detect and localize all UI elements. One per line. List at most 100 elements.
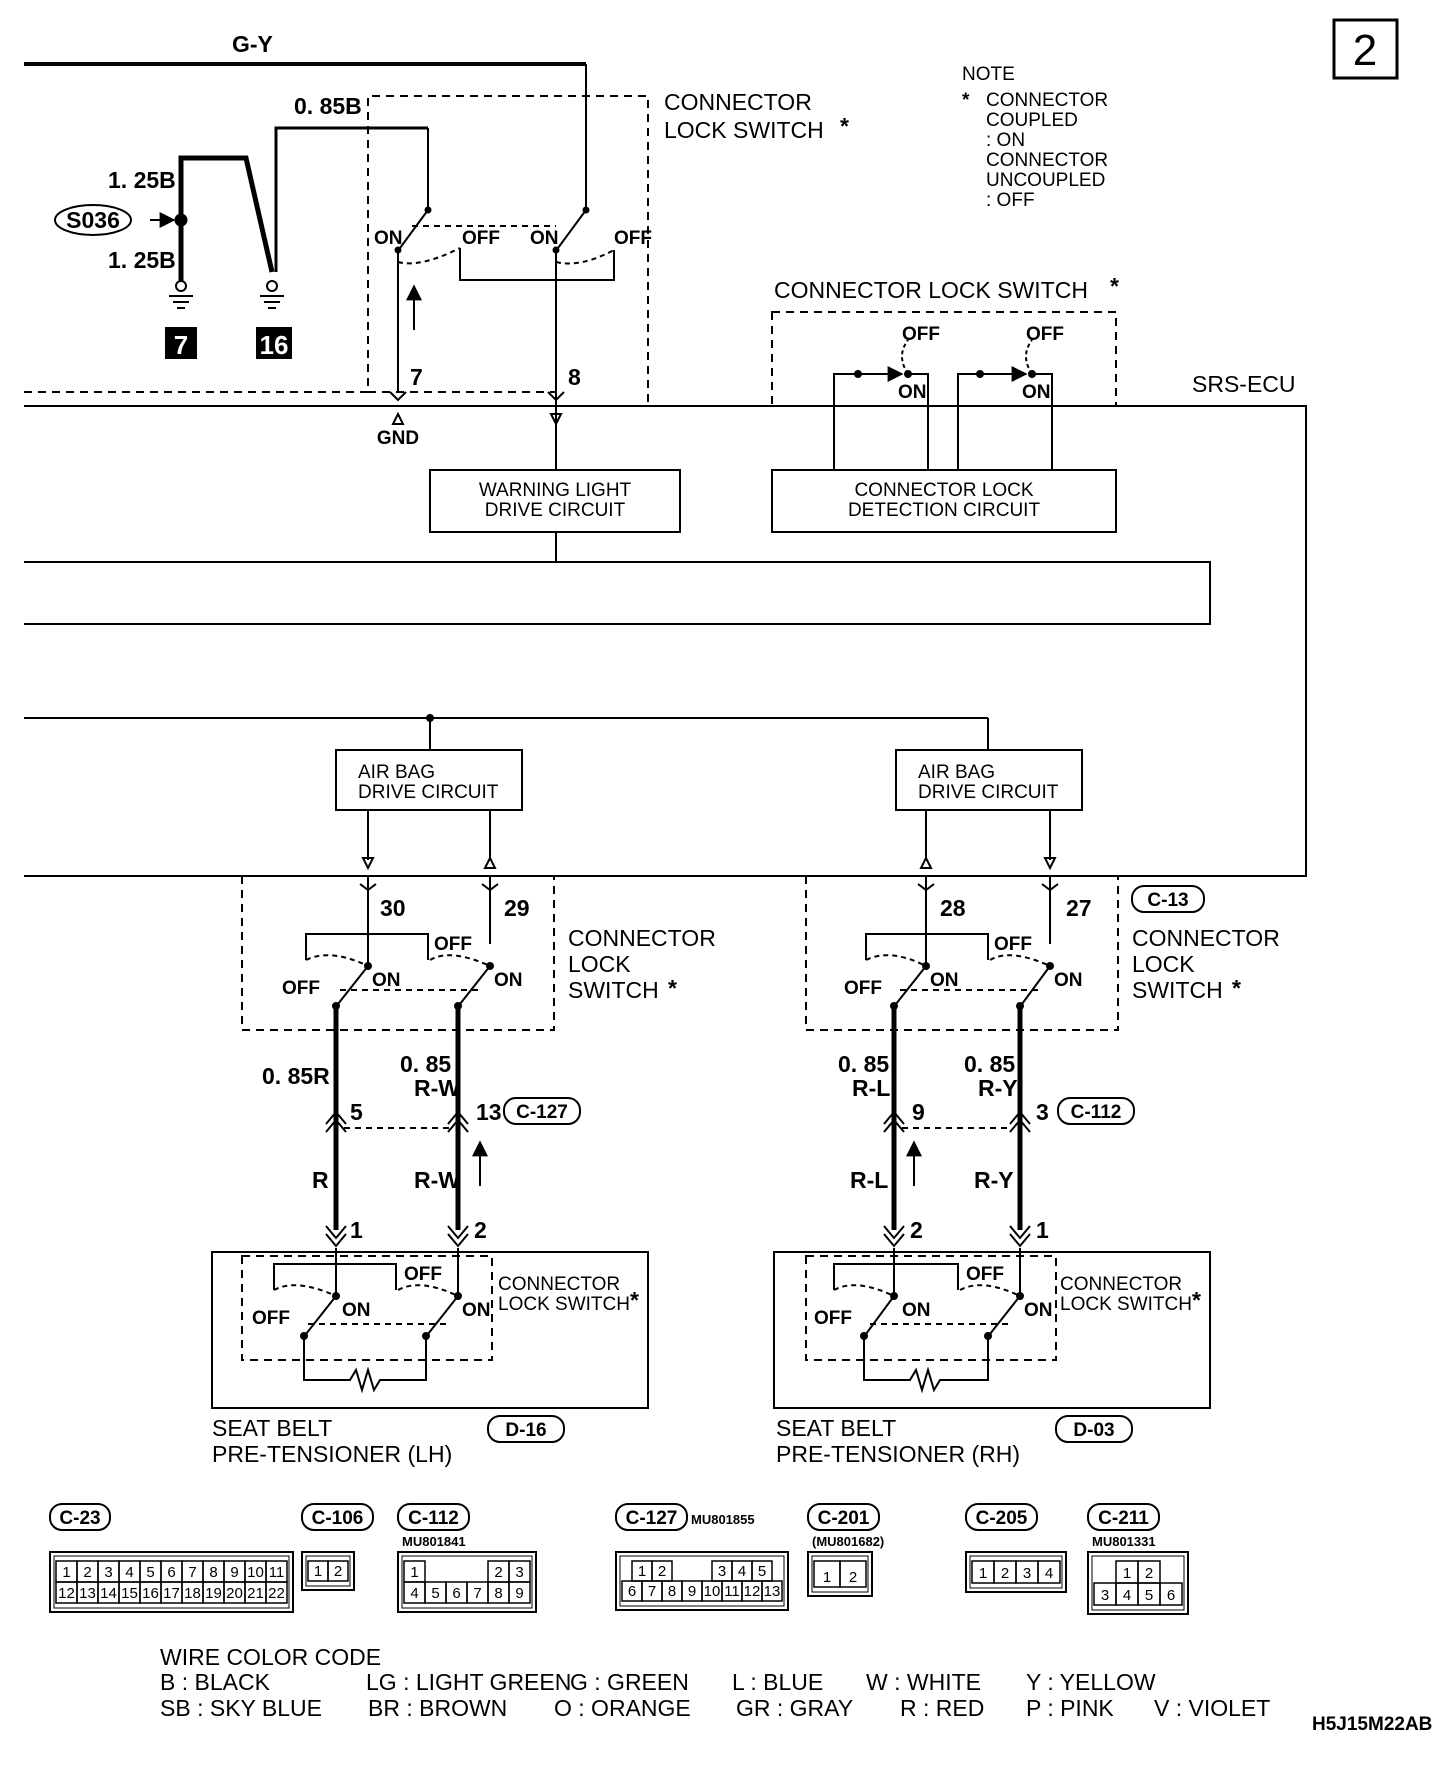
connector-pin-number: 1 — [823, 1569, 831, 1586]
top-connector-lock-switch — [24, 95, 649, 404]
connector-pin-number: 14 — [100, 1585, 117, 1602]
svg-text:2: 2 — [1353, 26, 1377, 75]
label-connector-lock-switch: LOCK SWITCH — [498, 1294, 630, 1315]
svg-text:1. 25B: 1. 25B — [108, 167, 176, 193]
connector-pin-number: 8 — [209, 1564, 217, 1581]
connector-body — [1087, 1551, 1189, 1615]
star-mark: * — [1232, 975, 1241, 1001]
label-connector-lock-switch: SWITCH — [568, 977, 659, 1003]
connector-body — [301, 1551, 355, 1591]
intermediate-connector-left — [325, 1110, 488, 1186]
connector-inner — [811, 1555, 869, 1593]
airbag-circuit-label: AIR BAG — [918, 762, 995, 783]
switch-off-label: OFF — [404, 1264, 442, 1285]
note-block: NOTE * CONNECTOR COUPLED : ON CONNECTOR … — [962, 64, 1108, 211]
svg-text:16: 16 — [260, 330, 289, 360]
detection-circuit-label: CONNECTOR LOCK — [854, 480, 1033, 501]
pin-2: 2 — [910, 1217, 923, 1243]
svg-text:LG : LIGHT GREEN: LG : LIGHT GREEN — [366, 1669, 571, 1695]
connector-pin-number: 6 — [628, 1583, 636, 1600]
switch-on-label: ON — [374, 228, 403, 249]
connector-pin-number: 9 — [688, 1583, 696, 1600]
connector-id-label: C-211 — [1098, 1508, 1149, 1529]
connector-tag-d16: D-16 — [487, 1415, 565, 1443]
connector-pin-number: 1 — [410, 1564, 418, 1581]
connector-body — [397, 1551, 537, 1613]
ground-point-16: 16 — [256, 327, 292, 360]
connector-pin-cell — [1037, 1560, 1061, 1584]
connector-pin-number: 18 — [184, 1585, 201, 1602]
connector-pin-number: 13 — [79, 1585, 96, 1602]
switch-on-label: ON — [1024, 1300, 1053, 1321]
connector-pin-number: 9 — [230, 1564, 238, 1581]
connector-pin-number: 10 — [247, 1564, 264, 1581]
connector-tag — [49, 1503, 111, 1531]
pin-9: 9 — [912, 1099, 925, 1125]
star-mark: * — [668, 975, 677, 1001]
connector-inner — [1091, 1555, 1185, 1611]
connector-pin-number: 4 — [410, 1585, 418, 1602]
label-connector-lock-switch: LOCK — [1132, 951, 1195, 977]
connector-pin-number: 22 — [268, 1585, 285, 1602]
wire-label: 0. 85 — [400, 1051, 451, 1077]
connector-inner — [53, 1555, 290, 1609]
connector-id-label: C-205 — [976, 1508, 1028, 1529]
switch-on-label: ON — [902, 1300, 931, 1321]
connector-pin-number: 5 — [146, 1564, 154, 1581]
label-connector-lock-switch: LOCK SWITCH — [664, 117, 824, 143]
pin-7: 7 — [410, 364, 423, 390]
connector-tag-c127: C-127 — [503, 1097, 581, 1125]
srs-ecu-label: SRS-ECU — [1192, 371, 1296, 397]
connector-pin-number: 8 — [494, 1585, 502, 1602]
connector-tag-c13: C-13 — [1131, 885, 1205, 913]
connector-pin-number: 11 — [724, 1583, 740, 1600]
top-wiring: G-Y 0. 85B 1. 25B 1. 25B S036 — [24, 31, 587, 309]
svg-text:CONNECTOR: CONNECTOR — [986, 90, 1108, 111]
switch-on-label: ON — [342, 1300, 371, 1321]
pretensioner-rh-label: PRE-TENSIONER (RH) — [776, 1441, 1020, 1467]
connector-inner — [305, 1555, 351, 1587]
svg-text:L : BLUE: L : BLUE — [732, 1669, 823, 1695]
diagram-code: H5J15M22AB — [1312, 1714, 1432, 1735]
wire-label: R-L — [850, 1167, 888, 1193]
connector-part-number: (MU801682) — [812, 1534, 884, 1549]
connector-pin-number: 5 — [758, 1563, 766, 1580]
connector-body — [965, 1551, 1067, 1593]
connector-tag — [1087, 1503, 1160, 1531]
connector-id-label: C-201 — [818, 1508, 870, 1529]
connector-pin-number: 11 — [269, 1564, 285, 1581]
connector-pin-number: 1 — [979, 1565, 987, 1582]
connector-pin-number: 3 — [515, 1564, 523, 1581]
warning-circuit-label: WARNING LIGHT — [479, 480, 632, 501]
switch-off-label: OFF — [252, 1308, 290, 1329]
pretensioner-terminals — [325, 1225, 1031, 1248]
connector-pin-number: 19 — [205, 1585, 222, 1602]
pin-1: 1 — [1036, 1217, 1049, 1243]
switch-off-label: OFF — [994, 934, 1032, 955]
pin-2: 2 — [474, 1217, 487, 1243]
wire-label: R-W — [414, 1167, 460, 1193]
pretensioner-lh — [211, 1248, 649, 1409]
pin-30: 30 — [380, 895, 406, 921]
connector-pin-number: 16 — [142, 1585, 159, 1602]
svg-text:D-16: D-16 — [505, 1420, 546, 1441]
airbag-circuit-label: DRIVE CIRCUIT — [918, 782, 1059, 803]
srs-ecu-box — [24, 405, 1307, 877]
connector-pin-cell — [265, 1581, 288, 1604]
connector-lock-detection — [771, 311, 1117, 533]
svg-text:WIRE COLOR CODE: WIRE COLOR CODE — [160, 1644, 381, 1670]
wire-label: R-L — [852, 1075, 890, 1101]
connector-pin-number: 2 — [83, 1564, 91, 1581]
pretensioner-rh-label: SEAT BELT — [776, 1415, 896, 1441]
svg-text:O : ORANGE: O : ORANGE — [554, 1695, 691, 1721]
connector-body — [807, 1551, 873, 1597]
connector-pin-number: 1 — [1123, 1565, 1131, 1582]
connector-pin-number: 2 — [1145, 1565, 1153, 1582]
connector-id-label: C-112 — [408, 1508, 459, 1529]
svg-text:GR : GRAY: GR : GRAY — [736, 1695, 853, 1721]
svg-text:B : BLACK: B : BLACK — [160, 1669, 271, 1695]
